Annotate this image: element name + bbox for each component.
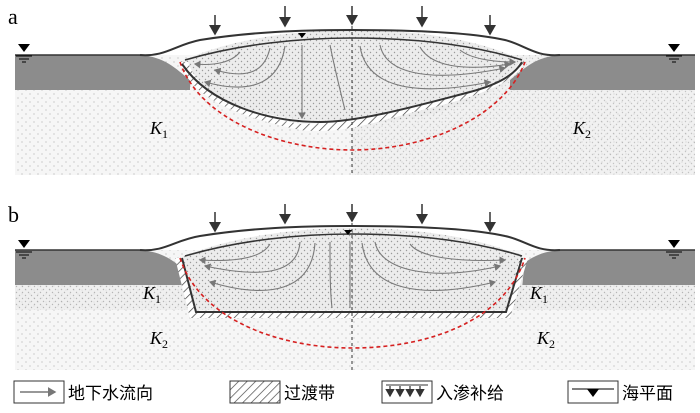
- water-table-b: [184, 233, 523, 257]
- sea-level-symbol-right-a: [666, 44, 682, 63]
- panel-b-label: b: [8, 202, 19, 227]
- sea-level-symbol-left-a: [16, 44, 32, 63]
- ocean-right-a: [510, 55, 695, 90]
- legend-flow: 地下水流向: [13, 380, 153, 404]
- interface-b: [181, 257, 523, 313]
- k-left-top-b: K1: [142, 283, 161, 306]
- k-left-bottom-b: K2: [149, 328, 168, 351]
- legend-sea-level: 海平面: [567, 380, 673, 404]
- recharge-arrows-b: [209, 204, 496, 233]
- water-table-marker-a: [298, 33, 306, 38]
- legend-transition: 过渡带: [229, 380, 335, 404]
- panel-b: b: [8, 202, 695, 372]
- island-surface-a: [139, 28, 561, 57]
- ocean-left-a: [15, 55, 190, 90]
- water-table-marker-b: [344, 230, 352, 235]
- legend: 地下水流向 过渡带 入渗补给 海平面: [13, 380, 673, 404]
- legend-sea-level-label: 海平面: [622, 384, 673, 404]
- k-left-a: K1: [149, 118, 168, 141]
- flow-lines-b: [198, 241, 507, 309]
- flow-lines-a: [193, 44, 517, 120]
- ocean-left-b: [15, 250, 190, 285]
- legend-recharge-label: 入渗补给: [436, 384, 504, 404]
- sea-level-symbol-left-b: [16, 240, 32, 259]
- k-right-top-b: K1: [529, 283, 548, 306]
- sea-level-symbol-right-b: [666, 240, 682, 259]
- freshwater-boundary-b: [179, 257, 526, 349]
- ocean-right-b: [510, 250, 695, 285]
- legend-flow-label: 地下水流向: [68, 384, 153, 404]
- panel-a-label: a: [8, 4, 18, 29]
- k-right-bottom-b: K2: [536, 328, 555, 351]
- k-right-a: K2: [572, 118, 591, 141]
- legend-transition-label: 过渡带: [284, 384, 335, 404]
- interface-a: [181, 61, 523, 124]
- panel-a: a: [8, 4, 695, 175]
- freshwater-boundary-a: [179, 61, 526, 151]
- legend-recharge: 入渗补给: [381, 380, 504, 404]
- recharge-arrows-a: [209, 6, 496, 36]
